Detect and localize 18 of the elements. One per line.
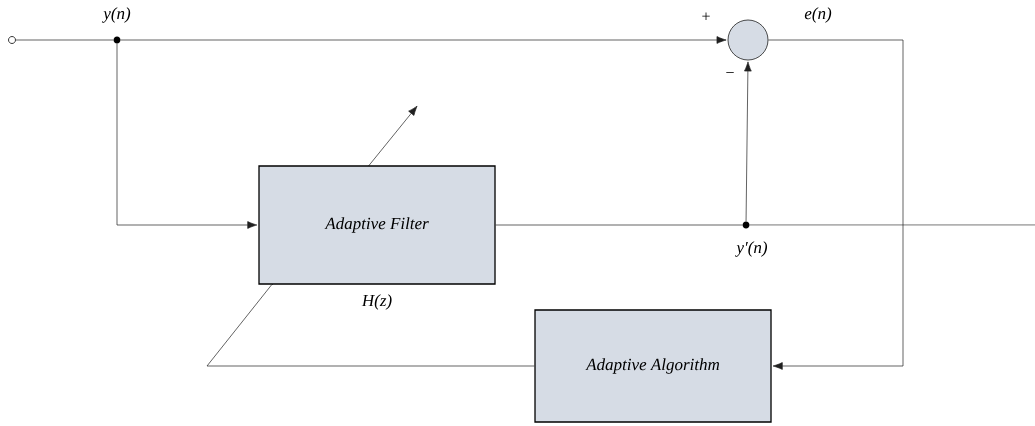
connector-line bbox=[15, 39, 114, 41]
connector-line bbox=[749, 224, 1035, 226]
adaptation-line bbox=[206, 283, 535, 367]
arrow bbox=[120, 36, 727, 44]
signal-label: e(n) bbox=[804, 7, 832, 23]
signal-label: y′(n) bbox=[735, 241, 768, 257]
process-box: Adaptive Algorithm bbox=[534, 309, 772, 423]
process-box: Adaptive Filter bbox=[258, 165, 496, 285]
signal-label: H(z) bbox=[361, 294, 392, 310]
arrow bbox=[768, 39, 904, 370]
sign-label: + bbox=[702, 12, 710, 20]
arrow bbox=[116, 43, 258, 229]
signal-label: y(n) bbox=[101, 7, 131, 23]
input-terminal bbox=[8, 36, 16, 44]
sign-label: − bbox=[726, 72, 734, 73]
connector-line bbox=[495, 224, 743, 226]
arrow bbox=[744, 61, 752, 222]
summing-junction bbox=[727, 19, 769, 61]
